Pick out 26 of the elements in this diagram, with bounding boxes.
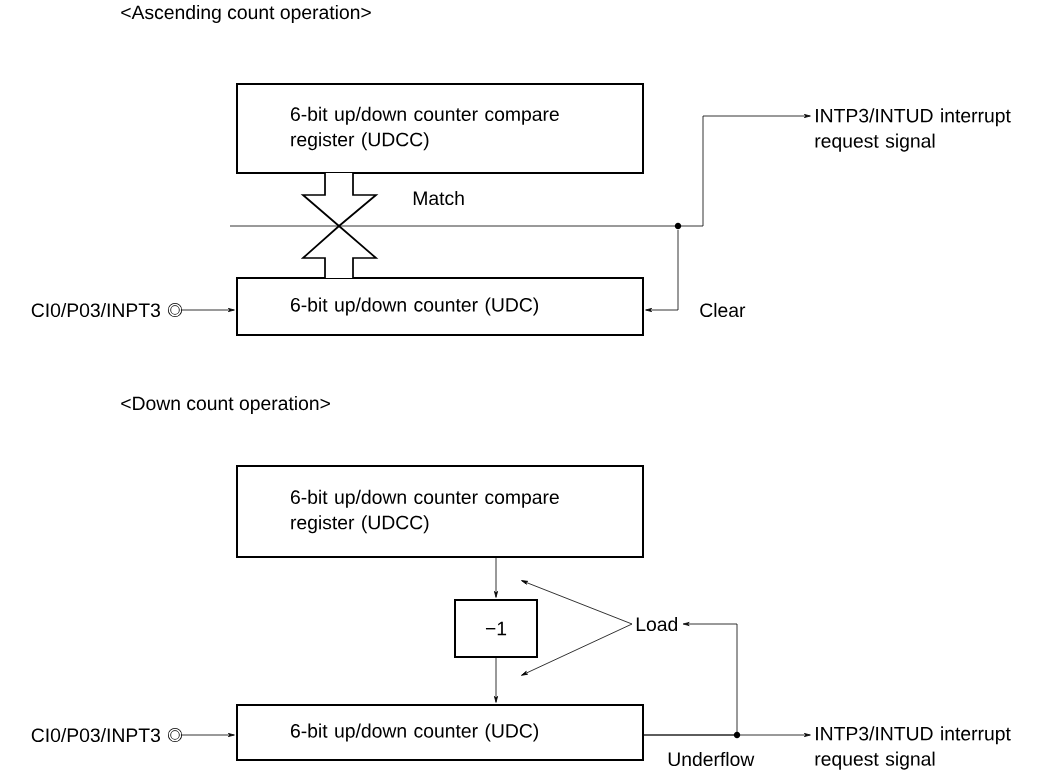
arrow bbox=[229, 114, 811, 230]
arrow bbox=[494, 557, 498, 598]
pin-label: CI0/P03/INPT3 bbox=[31, 727, 160, 743]
terminal-symbol bbox=[167, 727, 183, 743]
arrow bbox=[645, 229, 679, 312]
section-heading: <Down count operation> bbox=[121, 396, 330, 414]
terminal-symbol bbox=[167, 302, 183, 318]
arrow bbox=[180, 308, 235, 312]
edge-label: Clear bbox=[697, 300, 748, 320]
arrow bbox=[521, 623, 633, 676]
arrow bbox=[180, 733, 235, 737]
register-box: 6-bit up/down counter compare register (UDCC) bbox=[236, 465, 644, 558]
register-box: 6-bit up/down counter compare register (UDCC) bbox=[236, 83, 644, 174]
arrow bbox=[643, 622, 738, 736]
signal-label: INTP3/INTUD interrupt request signal bbox=[815, 726, 1011, 770]
match-label: Match bbox=[413, 190, 464, 206]
pin-label: CI0/P03/INPT3 bbox=[31, 302, 160, 318]
decrement-box: −1 bbox=[454, 599, 538, 658]
signal-label: Load bbox=[636, 616, 678, 632]
edge-label: Underflow bbox=[665, 749, 757, 769]
arrow bbox=[494, 657, 498, 703]
arrow bbox=[521, 580, 633, 625]
section-heading: <Ascending count operation> bbox=[121, 5, 371, 23]
register-box: 6-bit up/down counter (UDC) bbox=[236, 704, 644, 761]
register-box: 6-bit up/down counter (UDC) bbox=[236, 277, 644, 336]
signal-label: INTP3/INTUD interrupt request signal bbox=[815, 108, 1011, 152]
